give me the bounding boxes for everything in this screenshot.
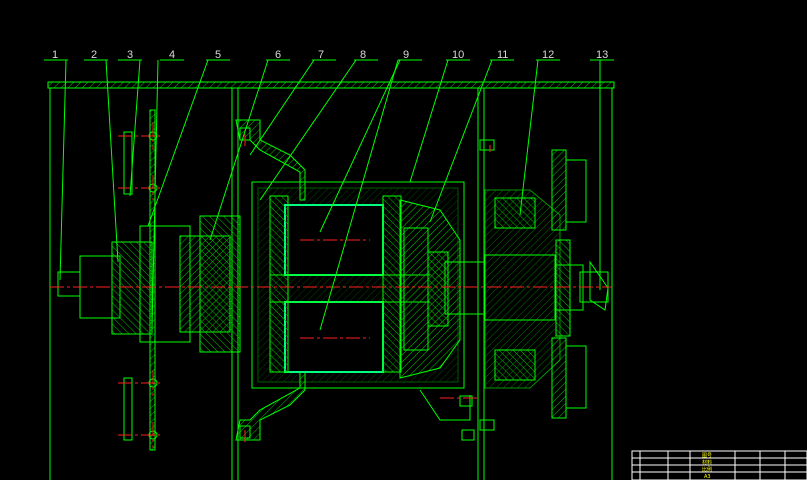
part-label-9: 9 (403, 49, 409, 61)
right-flanges (551, 149, 587, 419)
title-block-row-4: A3 (704, 474, 711, 480)
part-label-1: 1 (52, 49, 58, 61)
stator-lower (284, 301, 384, 373)
title-block-row-2: 材料 (702, 459, 712, 466)
part-label-6: 6 (275, 49, 281, 61)
part-label-3: 3 (127, 49, 133, 61)
title-block: 图号 材料 比例 A3 (631, 450, 807, 480)
part-label-11: 11 (497, 49, 508, 61)
part-label-2: 2 (91, 49, 97, 61)
part-label-10: 10 (452, 49, 464, 61)
part-label-4: 4 (169, 49, 175, 61)
top-cover-plate (47, 81, 615, 89)
clutch-assembly (399, 199, 486, 379)
oil-passage (419, 139, 495, 441)
part-label-7: 7 (318, 49, 324, 61)
title-block-row-3: 比例 (702, 466, 712, 473)
part-labels: 1 2 3 4 5 6 7 8 9 10 11 12 13 (52, 49, 608, 61)
leader-lines (44, 59, 614, 331)
input-shaft (57, 215, 241, 353)
centerlines (50, 122, 612, 448)
part-label-13: 13 (596, 49, 608, 61)
title-block-row-1: 图号 (702, 453, 712, 459)
part-label-8: 8 (360, 49, 366, 61)
part-label-5: 5 (215, 49, 221, 61)
output-housing (484, 189, 609, 389)
tapered-bearing-upper (494, 197, 536, 229)
tapered-bearing-lower (494, 349, 536, 381)
part-label-12: 12 (542, 49, 554, 61)
